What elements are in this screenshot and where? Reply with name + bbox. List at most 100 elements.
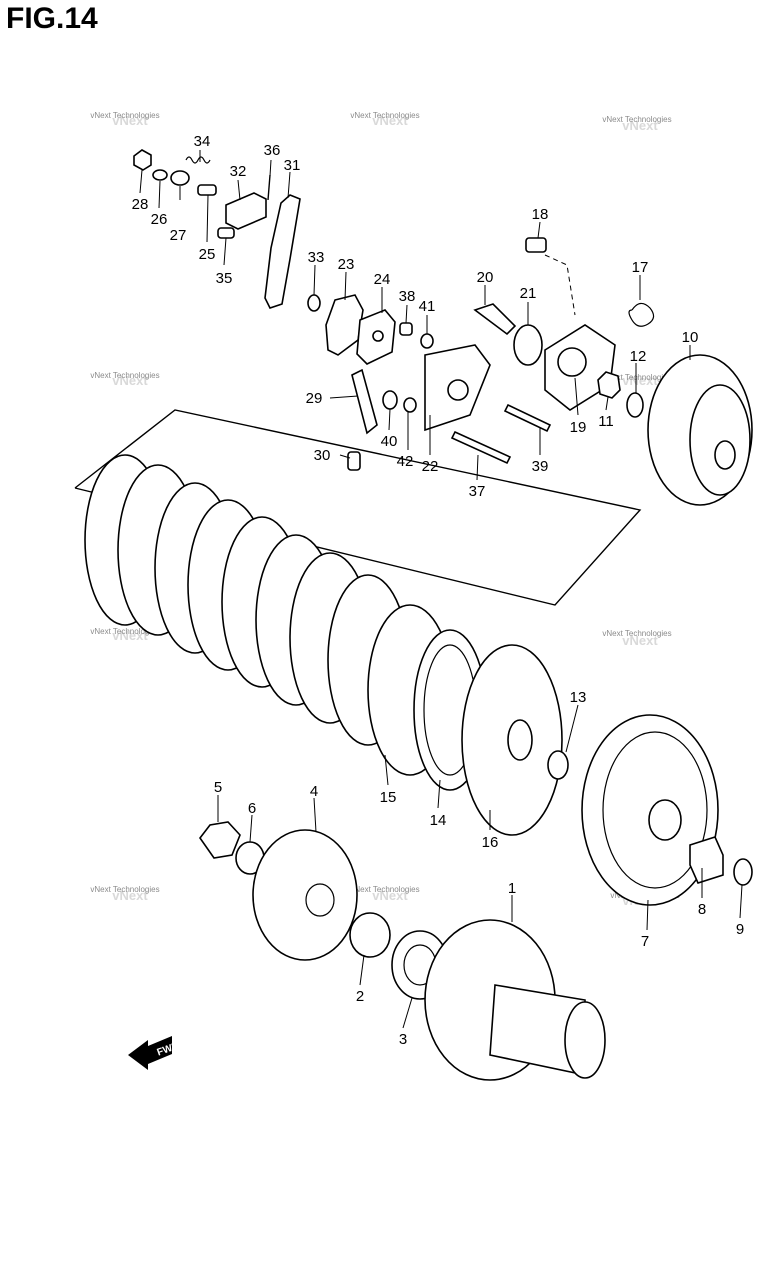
callout-37: 37 (469, 483, 486, 500)
spring-17 (628, 302, 655, 327)
callout-26: 26 (151, 211, 168, 228)
plate-pack-outline (74, 409, 642, 606)
pin-20 (473, 303, 517, 336)
callout-12: 12 (630, 348, 647, 365)
bearing-21 (513, 324, 543, 366)
figure-title: FIG.14 (6, 2, 98, 35)
callout-19: 19 (570, 419, 587, 436)
washer-41 (420, 333, 434, 349)
bolt-30 (347, 451, 361, 471)
callout-14: 14 (430, 812, 447, 829)
washer-9 (733, 858, 753, 886)
callout-33: 33 (308, 249, 325, 266)
svg-text:vNext: vNext (622, 633, 658, 648)
callout-6: 6 (248, 800, 256, 817)
callout-41: 41 (419, 298, 436, 315)
nut-28 (133, 149, 152, 171)
svg-text:vNext: vNext (112, 373, 148, 388)
watermark: vNext Technologies (90, 885, 159, 894)
callout-numbers: 1 2 3 4 5 6 7 8 9 10 11 12 13 14 15 16 1… (132, 133, 745, 1048)
callout-20: 20 (477, 269, 494, 286)
callout-1: 1 (508, 880, 516, 897)
callout-21: 21 (520, 285, 537, 302)
svg-text:vNext: vNext (112, 113, 148, 128)
callout-42: 42 (397, 453, 414, 470)
collar-40 (382, 390, 398, 410)
callout-39: 39 (532, 458, 549, 475)
watermark: vNext Technologies (90, 111, 159, 120)
washer-13 (547, 750, 569, 780)
callout-7: 7 (641, 933, 649, 950)
callout-25: 25 (199, 246, 216, 263)
watermark: vNext Technologies (602, 373, 671, 382)
watermark: vNext Technologies (350, 885, 419, 894)
nut-11 (597, 371, 621, 399)
callout-16: 16 (482, 834, 499, 851)
callout-5: 5 (214, 779, 222, 796)
callout-36: 36 (264, 142, 281, 159)
watermark: vNext Technologies (350, 111, 419, 120)
callout-17: 17 (632, 259, 649, 276)
bolt-39 (503, 403, 552, 433)
callout-24: 24 (374, 271, 391, 288)
leader-lines (139, 150, 743, 1029)
watermark: vNext Technologies (602, 115, 671, 124)
callout-11: 11 (598, 413, 614, 430)
callout-31: 31 (284, 157, 301, 174)
release-arm-group (133, 149, 552, 471)
svg-text:vNext: vNext (112, 628, 148, 643)
upper-right-group (473, 237, 753, 506)
callout-34: 34 (194, 133, 211, 150)
bolt-37 (450, 430, 512, 465)
pin-35 (217, 227, 235, 239)
callout-27: 27 (170, 227, 187, 244)
shoe-assy-4 (252, 829, 358, 961)
fwd-arrow: FWD (128, 1036, 181, 1070)
pin-36 (267, 174, 271, 201)
bearing-2 (349, 912, 391, 958)
svg-text:vNext: vNext (372, 113, 408, 128)
svg-text:vNext: vNext (372, 888, 408, 903)
bolt-25 (197, 184, 217, 196)
bracket-23 (325, 294, 364, 356)
washer-12 (626, 392, 644, 418)
watermark: vNext Technologies (90, 627, 159, 636)
callout-40: 40 (381, 433, 398, 450)
svg-text:vNext: vNext (112, 888, 148, 903)
callout-9: 9 (736, 921, 744, 938)
callout-2: 2 (356, 988, 364, 1005)
cam-32 (225, 192, 267, 230)
svg-text:vNext: vNext (622, 373, 658, 388)
callout-38: 38 (399, 288, 416, 305)
clutch-housing-group (547, 714, 753, 906)
callout-35: 35 (216, 270, 233, 287)
housing-7 (581, 714, 719, 906)
clutch-plate-stack (84, 454, 563, 836)
callout-28: 28 (132, 196, 149, 213)
watermark: vNext Technologies (90, 371, 159, 380)
callout-4: 4 (310, 783, 318, 800)
washer-33 (307, 294, 321, 312)
spring-34 (185, 156, 211, 164)
callout-3: 3 (399, 1031, 407, 1048)
bolt-18 (525, 237, 547, 253)
link-29 (351, 368, 378, 435)
plate-27 (170, 170, 190, 186)
callout-30: 30 (314, 447, 331, 464)
washer-42 (403, 397, 417, 413)
callout-32: 32 (230, 163, 247, 180)
collar-38 (399, 322, 413, 336)
callout-13: 13 (570, 689, 587, 706)
callout-22: 22 (422, 458, 439, 475)
shoe-drum-group (199, 821, 606, 1081)
nut-5 (199, 821, 241, 859)
callout-29: 29 (306, 390, 323, 407)
callout-18: 18 (532, 206, 549, 223)
watermark: vNext Technologies (602, 629, 671, 638)
washer-26 (152, 169, 168, 181)
callout-10: 10 (682, 329, 699, 346)
callout-8: 8 (698, 901, 706, 918)
collar-8 (689, 836, 724, 884)
callout-15: 15 (380, 789, 397, 806)
